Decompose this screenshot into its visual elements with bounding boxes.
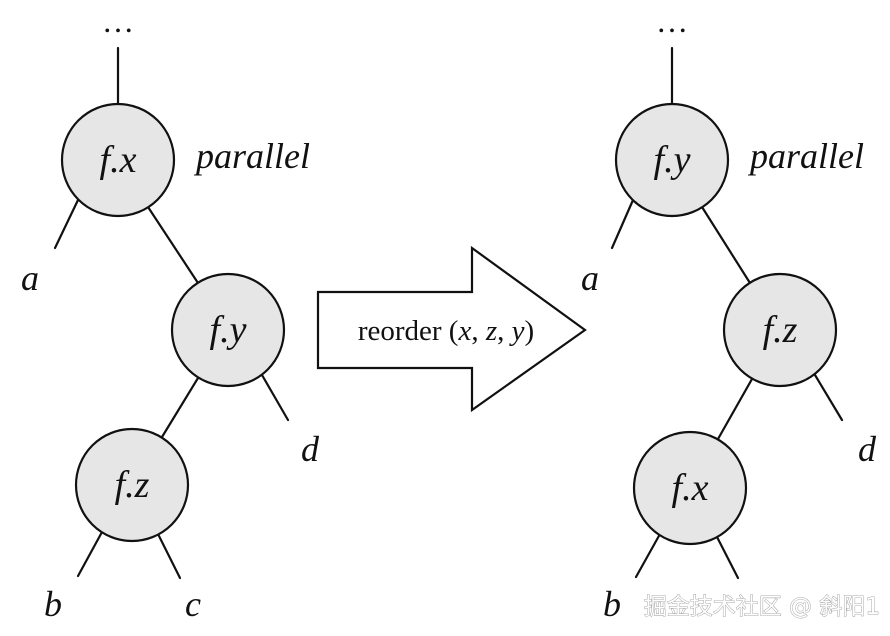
right-edge-fy-to-fz <box>700 205 752 285</box>
arrow-label-var-z: z <box>485 315 497 347</box>
left-edge-fx-to-fy <box>146 205 200 285</box>
left-edge-fz-to-c <box>156 532 182 580</box>
right-tree-ellipsis: … <box>656 3 688 39</box>
arrow-label-var-y: y <box>509 315 525 347</box>
left-edge-fy-to-d <box>260 373 290 422</box>
left-node-3: f.z <box>74 427 190 543</box>
left-root-annotation: parallel <box>193 136 310 176</box>
node-label: f.x <box>100 139 137 181</box>
right-edge-fz-to-fx <box>716 377 754 441</box>
node-circle <box>722 272 838 388</box>
arrow-shape <box>316 245 587 413</box>
arrow-label-verb: reorder ( <box>358 315 459 347</box>
arrow-label-sep-1: , <box>471 315 486 347</box>
left-leaf-c: c <box>185 584 201 624</box>
node-label: f.y <box>654 139 691 181</box>
node-circle <box>170 272 286 388</box>
node-label: f.z <box>763 309 798 351</box>
node-circle <box>74 427 190 543</box>
arrow-label-var-x: x <box>457 315 471 347</box>
left-leaf-a: a <box>21 258 39 298</box>
left-edge-fz-to-b <box>76 530 104 578</box>
watermark: 掘金技术社区 @ 斜阳1 <box>644 594 880 620</box>
left-tree: … f.x parallel f.y f.z <box>21 3 320 624</box>
node-label: f.y <box>210 309 247 351</box>
right-edge-fz-to-d <box>813 373 844 422</box>
right-node-1: f.y <box>614 102 730 218</box>
right-edge-fx-to-b <box>634 532 662 579</box>
node-circle <box>614 102 730 218</box>
right-node-3: f.x <box>632 430 748 546</box>
left-tree-ellipsis: … <box>102 3 134 39</box>
right-leaf-b: b <box>603 584 621 624</box>
right-edge-fy-to-a <box>610 198 635 250</box>
node-circle <box>60 102 176 218</box>
arrow-label-sep-2: , <box>497 315 512 347</box>
right-leaf-d: d <box>858 429 877 469</box>
right-leaf-a: a <box>581 258 599 298</box>
node-label: f.x <box>672 467 709 509</box>
right-tree: … f.y parallel f.z f.x <box>581 3 877 624</box>
arrow-label: reorder (x, z, y) <box>358 315 534 347</box>
right-edge-fx-to-c <box>714 533 740 580</box>
arrow-label-close: ) <box>525 315 535 347</box>
node-circle <box>632 430 748 546</box>
left-node-2: f.y <box>170 272 286 388</box>
right-root-annotation: parallel <box>747 136 864 176</box>
left-edge-fy-to-fz <box>160 376 200 439</box>
left-leaf-b: b <box>44 584 62 624</box>
reorder-arrow: reorder (x, z, y) <box>316 245 587 413</box>
node-label: f.z <box>115 464 150 506</box>
left-node-1: f.x <box>60 102 176 218</box>
left-leaf-d: d <box>301 429 320 469</box>
left-edge-fx-to-a <box>53 198 80 250</box>
right-node-2: f.z <box>722 272 838 388</box>
